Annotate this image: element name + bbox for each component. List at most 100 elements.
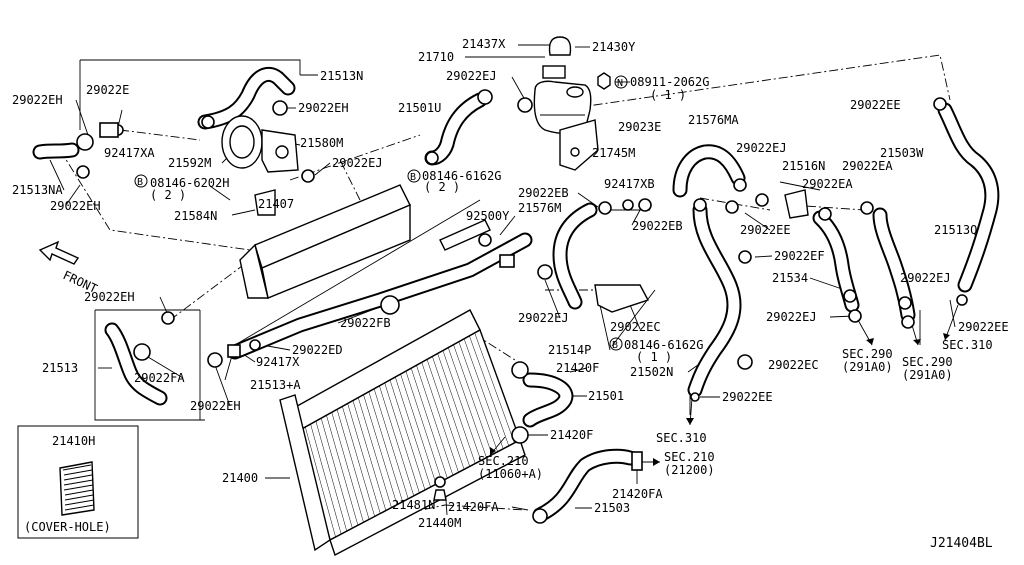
radiator-fin	[463, 338, 504, 449]
label-21400: 21400	[222, 471, 258, 485]
dash-21420f	[459, 324, 516, 361]
dash-92417xa	[119, 129, 201, 141]
radiator-fin	[347, 403, 381, 514]
label-21592m: 21592M	[168, 156, 211, 170]
label-08146-6162g-a-qty: ( 2 )	[424, 180, 460, 194]
label-21576m: 21576M	[518, 201, 561, 215]
radiator-fin	[458, 341, 498, 452]
label-29022ee-c: 29022EE	[958, 320, 1009, 334]
bracket-21513	[94, 310, 205, 421]
label-29022eh-a: 29022EH	[12, 93, 63, 107]
label-29022ea-b: 29022EA	[802, 177, 853, 191]
hose-21513na	[32, 142, 80, 160]
dash-29022eh-left	[169, 259, 251, 321]
radiator-fin	[400, 374, 437, 485]
section-references: SEC.290 (291A0) SEC.290 (291A0) SEC.310 …	[478, 338, 993, 481]
cover-part-number: 21410H	[52, 434, 95, 448]
hose-21513n	[197, 66, 296, 130]
dash-29022ee-top	[559, 54, 951, 111]
label-21513: 21513	[42, 361, 78, 375]
sec-210-a-sub: (11060+A)	[478, 467, 543, 481]
callout-b-08146-6162g-b: B	[612, 340, 618, 351]
radiator-21400	[279, 309, 526, 557]
radiator-fin	[437, 353, 476, 464]
bracket-21584n	[254, 189, 276, 216]
label-29022ee-a: 29022EE	[850, 98, 901, 112]
radiator-fin	[416, 365, 454, 476]
oil-cooler-21407	[239, 184, 411, 299]
label-21501u: 21501U	[398, 101, 441, 115]
radiator-fin	[469, 335, 510, 446]
leader-21516n	[779, 181, 821, 191]
label-21513n: 21513N	[320, 69, 363, 83]
label-08911: 08911-2062G	[630, 75, 709, 89]
label-21481n: 21481N	[392, 498, 435, 512]
label-29022ec-b: 29022EC	[768, 358, 819, 372]
clamps	[76, 89, 968, 524]
label-21430y: 21430Y	[592, 40, 636, 54]
radiator-fin	[315, 421, 348, 532]
radiator-fin	[405, 371, 443, 482]
callout-circles: B B B N	[134, 75, 628, 351]
label-21584n: 21584N	[174, 209, 217, 223]
label-21501: 21501	[588, 389, 624, 403]
sec-290-a-sub: (291A0)	[842, 360, 893, 374]
radiator-fin	[342, 406, 375, 517]
label-29022ej-b: 29022EJ	[332, 156, 383, 170]
label-29022ej-e: 29022EJ	[518, 311, 569, 325]
front-arrow: FRONT	[38, 240, 99, 296]
sec-210-b: SEC.210	[664, 450, 715, 464]
radiator-fin	[336, 409, 370, 520]
hose-21576ma	[672, 144, 746, 198]
label-29022ej-a: 29022EJ	[446, 69, 497, 83]
label-08146-6202h-qty: ( 2 )	[150, 188, 186, 202]
label-21420fa-b: 21420FA	[612, 487, 663, 501]
label-29022ed: 29022ED	[292, 343, 343, 357]
radiator-fin	[373, 388, 409, 499]
label-92417x: 92417X	[256, 355, 300, 369]
arrow-head-sec310b	[686, 418, 694, 425]
bracket-21514p	[594, 284, 650, 313]
hose-21513a	[227, 232, 533, 360]
label-21440m: 21440M	[418, 516, 461, 530]
radiator-fin	[389, 379, 426, 491]
radiator-fin	[305, 426, 336, 538]
radiator-fin	[368, 391, 403, 502]
label-29022ee-b: 29022EE	[740, 223, 791, 237]
label-29022eh-d: 29022EH	[84, 290, 135, 304]
radiator-fin	[426, 359, 465, 470]
label-08146-6162g-b: 08146-6162G	[624, 338, 703, 352]
sec-290-b: SEC.290	[902, 355, 953, 369]
part-labels: 21437X 21430Y 21710 29022EJ 08911-2062G …	[12, 37, 1009, 530]
label-29022fa: 29022FA	[134, 371, 185, 385]
sec-310-a: SEC.310	[942, 338, 993, 352]
arrow-head-sec210b	[653, 458, 660, 466]
label-08146-6202h: 08146-6202H	[150, 176, 229, 190]
arrow-head-sec290b	[913, 339, 921, 345]
label-08146-6162g-a: 08146-6162G	[422, 169, 501, 183]
label-29022ec-a: 29022EC	[610, 320, 661, 334]
label-92500y: 92500Y	[466, 209, 510, 223]
hose-21513	[104, 322, 168, 406]
sec-290-a: SEC.290	[842, 347, 893, 361]
radiator-fin	[421, 362, 459, 473]
label-21420fa-a: 21420FA	[448, 500, 499, 514]
radiator-fin	[453, 344, 493, 455]
reservoir-cap-21430y	[542, 36, 572, 79]
label-21513q: 21513Q	[934, 223, 977, 237]
sec-290-b-sub: (291A0)	[902, 368, 953, 382]
label-29022ee-d: 29022EE	[722, 390, 773, 404]
label-29023e: 29023E	[618, 120, 661, 134]
label-21534: 21534	[772, 271, 808, 285]
arrow-head-sec310a	[943, 333, 950, 340]
label-08146-6162g-b-qty: ( 1 )	[636, 350, 672, 364]
cover-caption: (COVER-HOLE)	[24, 520, 111, 534]
label-21502n: 21502N	[630, 365, 673, 379]
bracket-21516n	[784, 189, 809, 219]
label-21513na: 21513NA	[12, 183, 63, 197]
bracket-21513a-top	[234, 199, 481, 346]
bracket-21745m	[559, 119, 599, 171]
sec-310-b: SEC.310	[656, 431, 707, 445]
label-21710: 21710	[418, 50, 454, 64]
label-29022ea-a: 29022EA	[842, 159, 893, 173]
